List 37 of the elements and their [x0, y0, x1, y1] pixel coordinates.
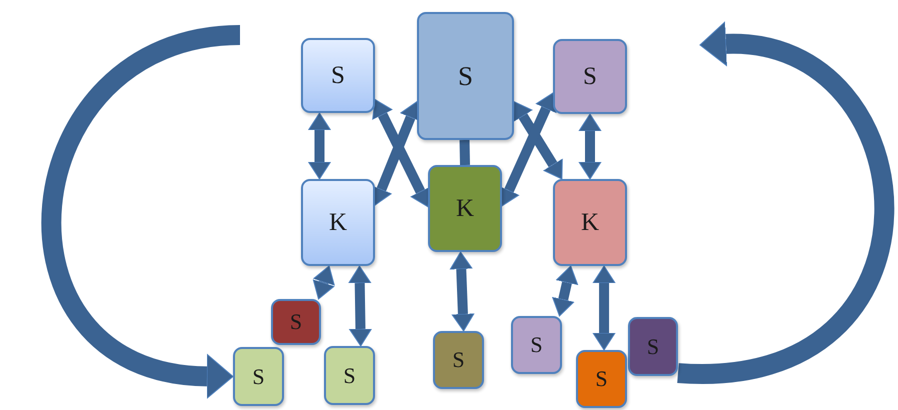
node-label: S: [595, 368, 608, 390]
process-box: [428, 165, 502, 252]
curved-arrow: [678, 22, 894, 384]
node-label: S: [583, 64, 597, 89]
double-arrow: [450, 252, 474, 332]
double-arrow: [513, 101, 563, 180]
node-label: S: [530, 334, 543, 356]
process-box: [301, 38, 375, 113]
process-box: [576, 350, 627, 408]
double-arrow: [592, 266, 616, 350]
process-box: [553, 179, 627, 266]
process-box: [417, 12, 514, 140]
node-label: S: [458, 62, 474, 90]
process-box: [233, 347, 284, 406]
double-arrow: [348, 266, 372, 346]
process-box: [301, 179, 375, 266]
double-arrow: [312, 266, 335, 300]
connector-bar: [460, 140, 470, 166]
node-label: S: [343, 364, 356, 386]
node-label: S: [252, 366, 265, 388]
node-label: S: [290, 311, 302, 333]
node-label: S: [331, 63, 345, 88]
process-box: [553, 39, 627, 114]
curved-arrow: [42, 25, 242, 399]
process-box: [628, 317, 678, 376]
double-arrow: [308, 112, 331, 180]
process-box: [433, 331, 484, 389]
node-label: K: [580, 210, 600, 235]
node-label: K: [328, 210, 348, 235]
node-label: S: [646, 336, 660, 358]
node-label: S: [452, 349, 465, 371]
node-label: K: [456, 196, 474, 221]
process-box: [324, 346, 375, 405]
process-box: [511, 316, 562, 374]
double-arrow: [578, 114, 602, 180]
double-arrow: [552, 266, 578, 316]
process-box: [271, 299, 321, 345]
